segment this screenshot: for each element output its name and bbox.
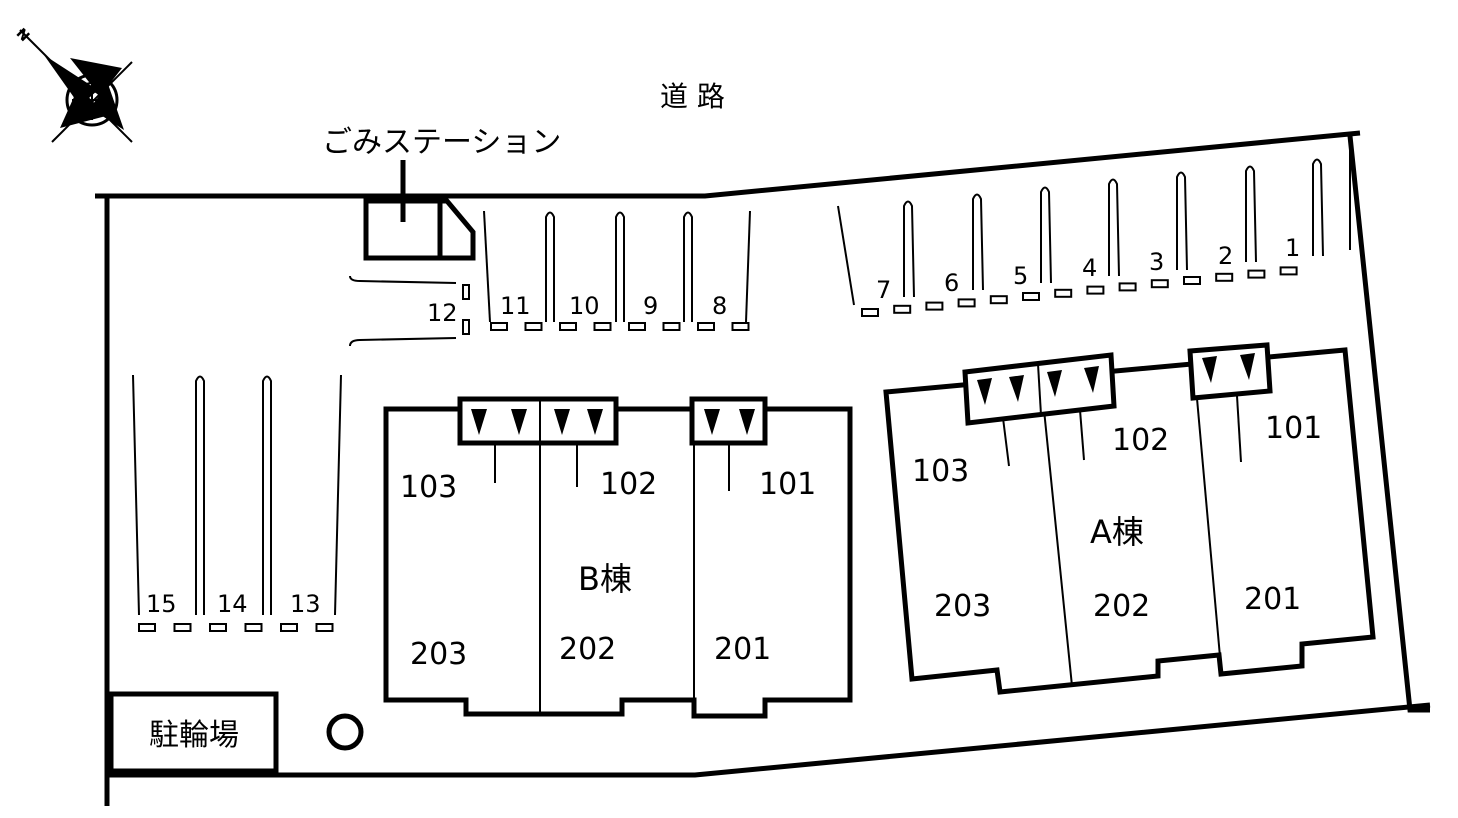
parking-divider-line <box>334 374 342 616</box>
parking-space-number: 14 <box>217 590 248 618</box>
parking-divider-line <box>903 200 915 298</box>
circle-marker-icon <box>326 713 364 751</box>
wheel-stop <box>1086 285 1105 295</box>
compass-north-label: N <box>13 26 33 46</box>
site-boundary <box>95 130 1431 806</box>
wheel-stop <box>280 623 298 632</box>
wheel-stop <box>628 322 646 331</box>
parking-space-numbers: 1 2 3 4 5 6 7 8 9 10 11 12 13 14 15 <box>146 234 1300 618</box>
wheel-stop <box>462 319 470 335</box>
wheel-stop <box>138 623 156 632</box>
building-a-room-101: 101 <box>1265 411 1322 446</box>
wheel-stop <box>697 322 715 331</box>
wheel-stop <box>490 322 508 331</box>
building-a-room-103: 103 <box>912 454 969 489</box>
wheel-stop <box>989 295 1008 305</box>
parking-divider-line <box>1245 165 1257 263</box>
parking-space-number: 2 <box>1218 242 1233 270</box>
wheel-stop <box>861 308 879 317</box>
parking-divider-line <box>1108 178 1120 277</box>
parking-space-number: 1 <box>1285 234 1300 262</box>
building-b-room-103: 103 <box>400 470 457 505</box>
parking-divider-line <box>132 374 140 616</box>
building-a-room-102: 102 <box>1112 423 1169 458</box>
wheel-stop <box>559 322 577 331</box>
building-b <box>383 396 853 719</box>
compass-rose-icon <box>19 29 133 143</box>
wheel-stop <box>662 322 681 331</box>
parking-space-number: 10 <box>569 292 600 320</box>
wheel-stop <box>593 322 612 331</box>
parking-stops <box>138 266 1298 632</box>
building-a-room-201: 201 <box>1244 582 1301 617</box>
wheel-stop <box>1215 272 1234 282</box>
wheel-stop <box>1054 288 1073 298</box>
parking-divider-line <box>745 210 751 323</box>
building-a-room-202: 202 <box>1093 589 1150 624</box>
parking-divider-line <box>1176 171 1188 271</box>
parking-lines <box>132 150 1351 616</box>
garbage-station-label: ごみステーション <box>322 125 561 160</box>
wheel-stop <box>315 623 334 632</box>
wheel-stop <box>462 284 470 300</box>
building-a <box>883 342 1376 695</box>
parking-space-number: 3 <box>1149 248 1164 276</box>
wheel-stop <box>1279 266 1298 276</box>
parking-space-number: 12 <box>427 299 458 327</box>
parking-space-number: 9 <box>643 292 658 320</box>
wheel-stop <box>893 304 912 314</box>
wheel-stop <box>1247 269 1266 279</box>
building-a-label: A棟 <box>1090 513 1144 551</box>
building-b-label: B棟 <box>578 560 632 598</box>
building-b-room-102: 102 <box>600 467 657 502</box>
parking-divider-line <box>195 375 205 615</box>
parking-divider-line <box>683 211 693 322</box>
wheel-stop <box>1118 282 1137 292</box>
wheel-stop <box>1183 276 1201 285</box>
building-b-room-201: 201 <box>714 632 771 667</box>
wheel-stop <box>1150 279 1169 289</box>
entrance-curb <box>349 275 457 347</box>
parking-divider-line <box>972 193 984 291</box>
wheel-stop <box>209 623 227 632</box>
parking-space-number: 8 <box>712 292 727 320</box>
parking-space-number: 5 <box>1013 262 1028 290</box>
parking-space-number: 15 <box>146 590 177 618</box>
building-b-room-202: 202 <box>559 632 616 667</box>
building-b-room-203: 203 <box>410 637 467 672</box>
parking-divider-line <box>483 210 491 323</box>
wheel-stop <box>925 301 944 311</box>
road-label: 道 路 <box>660 80 725 113</box>
parking-space-number: 13 <box>290 590 321 618</box>
parking-divider-line <box>837 205 855 306</box>
parking-divider-line <box>615 211 625 322</box>
parking-space-number: 6 <box>944 269 959 297</box>
wheel-stop <box>731 322 750 331</box>
wheel-stop <box>173 623 192 632</box>
parking-space-number: 11 <box>500 292 531 320</box>
bicycle-parking <box>108 691 279 774</box>
building-b-room-101: 101 <box>759 467 816 502</box>
garbage-station <box>363 160 476 261</box>
wheel-stop <box>244 623 263 632</box>
parking-divider-line <box>262 375 272 615</box>
building-a-room-203: 203 <box>934 589 991 624</box>
parking-space-number: 4 <box>1082 254 1097 282</box>
parking-divider-line <box>1040 186 1052 284</box>
wheel-stop <box>957 298 976 308</box>
bicycle-parking-label: 駐輪場 <box>149 718 239 753</box>
parking-space-number: 7 <box>876 276 891 304</box>
parking-divider-line <box>1312 158 1324 257</box>
wheel-stop <box>1022 292 1040 301</box>
parking-divider-line <box>545 211 555 322</box>
wheel-stop <box>524 322 543 331</box>
